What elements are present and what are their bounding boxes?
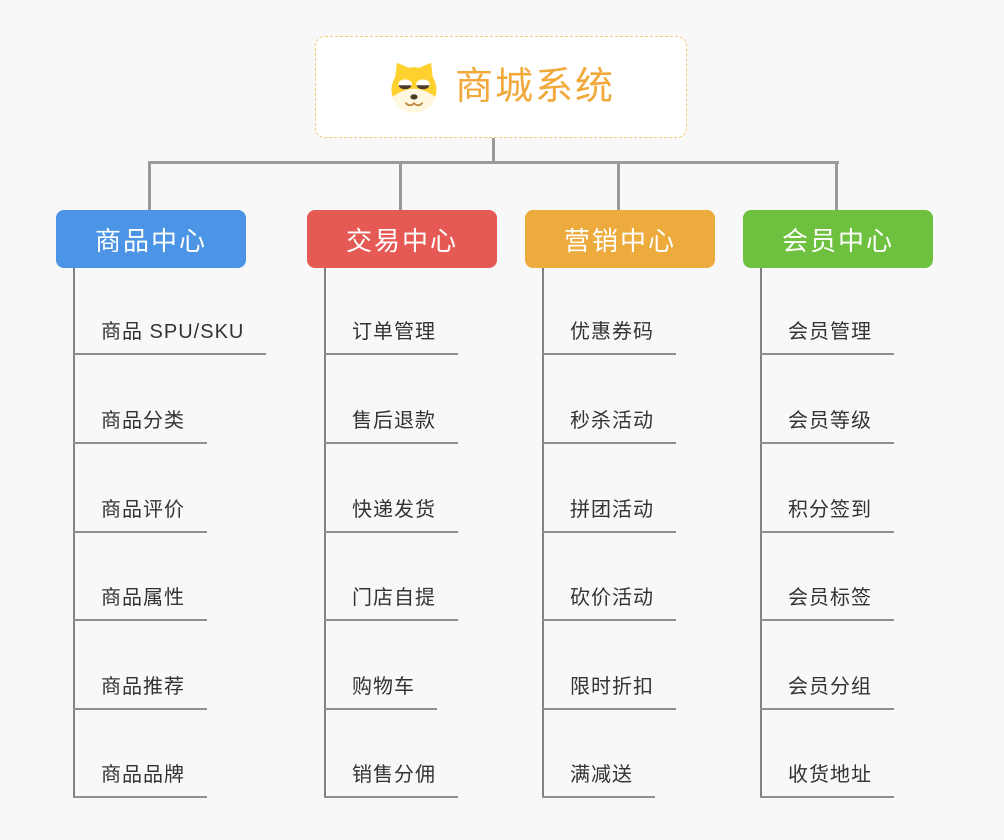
leaf-node[interactable]: 会员分组: [760, 670, 894, 710]
connector-drop-1: [148, 161, 151, 210]
branch-trunk-line: [73, 268, 75, 798]
branch-trunk-line: [542, 268, 544, 798]
leaf-node[interactable]: 满减送: [542, 758, 655, 798]
leaf-node[interactable]: 积分签到: [760, 493, 894, 533]
branch-node-marketing-center[interactable]: 营销中心: [525, 210, 715, 268]
branch-node-member-center[interactable]: 会员中心: [743, 210, 933, 268]
leaf-node[interactable]: 商品属性: [73, 581, 207, 621]
root-title: 商城系统: [454, 66, 615, 108]
branch-trunk-line: [324, 268, 326, 798]
branch-column-trade: 交易中心 订单管理售后退款快递发货门店自提购物车销售分佣: [307, 210, 497, 798]
branch-node-trade-center[interactable]: 交易中心: [307, 210, 497, 268]
leaf-node[interactable]: 门店自提: [324, 581, 458, 621]
leaf-node[interactable]: 商品推荐: [73, 670, 207, 710]
connector-drop-3: [617, 161, 620, 210]
leaf-node[interactable]: 商品品牌: [73, 758, 207, 798]
connector-rail: [148, 161, 839, 164]
leaf-node[interactable]: 售后退款: [324, 404, 458, 444]
leaf-node[interactable]: 快递发货: [324, 493, 458, 533]
leaf-node[interactable]: 销售分佣: [324, 758, 458, 798]
branch-trunk-line: [760, 268, 762, 798]
leaf-node[interactable]: 商品分类: [73, 404, 207, 444]
connector-drop-2: [399, 161, 402, 210]
leaf-node[interactable]: 拼团活动: [542, 493, 676, 533]
leaf-node[interactable]: 优惠券码: [542, 315, 676, 355]
branch-column-marketing: 营销中心 优惠券码秒杀活动拼团活动砍价活动限时折扣满减送: [525, 210, 715, 798]
branch-node-goods-center[interactable]: 商品中心: [56, 210, 246, 268]
leaf-node[interactable]: 订单管理: [324, 315, 458, 355]
leaf-node[interactable]: 限时折扣: [542, 670, 676, 710]
leaf-node[interactable]: 会员标签: [760, 581, 894, 621]
leaf-node[interactable]: 秒杀活动: [542, 404, 676, 444]
leaf-node[interactable]: 会员等级: [760, 404, 894, 444]
shiba-dog-icon: [387, 60, 441, 114]
leaf-node[interactable]: 砍价活动: [542, 581, 676, 621]
leaf-node[interactable]: 商品 SPU/SKU: [73, 315, 267, 355]
branch-column-goods: 商品中心 商品 SPU/SKU 商品分类商品评价商品属性商品推荐商品品牌: [56, 210, 267, 798]
root-node[interactable]: 商城系统: [315, 36, 687, 138]
connector-root-stub: [492, 138, 495, 164]
branch-column-member: 会员中心 会员管理会员等级积分签到会员标签会员分组收货地址: [743, 210, 933, 798]
leaf-node[interactable]: 购物车: [324, 670, 437, 710]
leaf-node[interactable]: 商品评价: [73, 493, 207, 533]
leaf-node[interactable]: 收货地址: [760, 758, 894, 798]
leaf-node[interactable]: 会员管理: [760, 315, 894, 355]
connector-drop-4: [835, 161, 838, 210]
